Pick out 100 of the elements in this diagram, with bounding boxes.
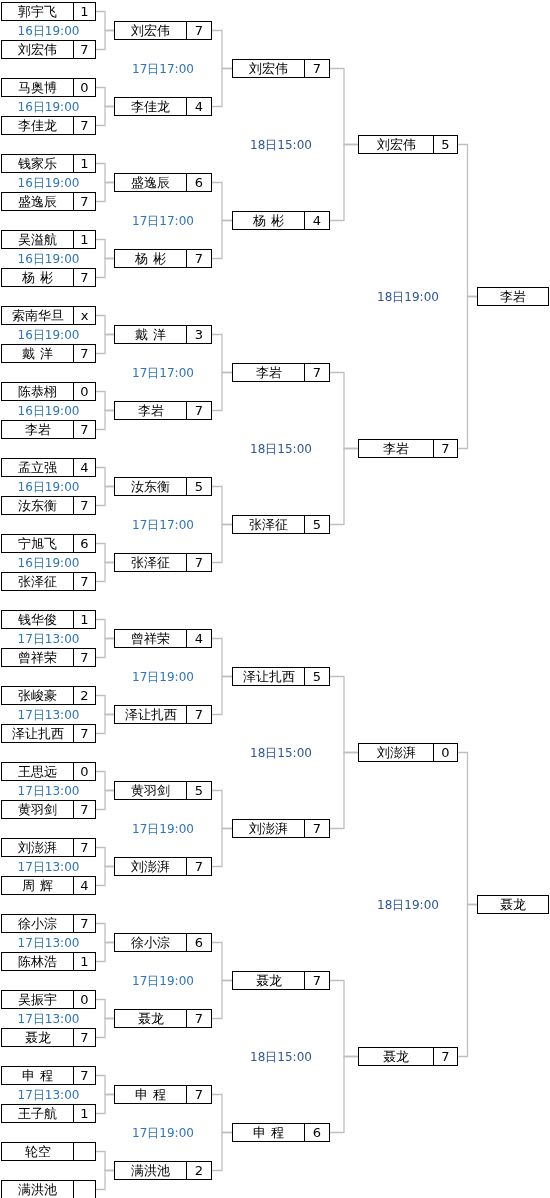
bracket-slot: [114, 21, 212, 40]
bracket-slot: [1, 116, 96, 135]
match-time: 18日15:00: [250, 441, 312, 456]
bracket-slot: [1, 458, 96, 477]
player-name: 吴溢航: [2, 231, 74, 248]
bracket-slot: [1, 1180, 96, 1198]
match-time: 18日19:00: [377, 897, 439, 912]
score: 0: [79, 383, 90, 400]
player-name: 刘澎湃: [359, 744, 434, 761]
score: 7: [311, 60, 323, 77]
match-time: 18日15:00: [250, 137, 312, 152]
score: 6: [193, 934, 205, 951]
score: 7: [79, 573, 90, 590]
bracket-slot: [1, 534, 96, 553]
score: 7: [79, 801, 90, 818]
score: 7: [79, 1067, 90, 1084]
bracket-slot: [1, 1142, 96, 1161]
bracket-line: [95, 713, 115, 735]
player-name: 郭宇飞: [2, 3, 74, 20]
score: 7: [193, 858, 205, 875]
player-name: 戴 洋: [2, 345, 74, 362]
bracket-slot: [232, 515, 330, 534]
match-time: 17日17:00: [132, 517, 194, 532]
player-name: 轮空: [2, 1143, 74, 1160]
score: 7: [311, 364, 323, 381]
score: 7: [79, 1029, 90, 1046]
bracket-slot: [1, 990, 96, 1009]
score: 7: [193, 554, 205, 571]
bracket-line: [95, 181, 115, 203]
bracket-slot: [1, 496, 96, 515]
score: 7: [193, 706, 205, 723]
player-name: 杨 彬: [233, 212, 305, 229]
bracket-slot: [1, 648, 96, 667]
score: 5: [193, 782, 205, 799]
player-name: 申 程: [2, 1067, 74, 1084]
score: 4: [79, 877, 90, 894]
player-name: 李佳龙: [2, 117, 74, 134]
score: 0: [440, 744, 451, 761]
player-name: 宁旭飞: [2, 535, 74, 552]
score: 5: [311, 516, 323, 533]
player-name: 聂龙: [233, 972, 305, 989]
player-name: 张泽征: [2, 573, 74, 590]
player-name: 泽让扎西: [115, 706, 187, 723]
match-time: 17日13:00: [17, 859, 80, 874]
bracket-slot: [1, 382, 96, 401]
player-name: 张泽征: [115, 554, 187, 571]
score: 0: [79, 991, 90, 1008]
score: 1: [79, 231, 90, 248]
bracket-slot: [114, 173, 212, 192]
match-time: 17日17:00: [132, 213, 194, 228]
bracket-slot: [114, 477, 212, 496]
bracket-line: [95, 637, 115, 659]
bracket-line: [95, 561, 115, 583]
bracket-slot: [114, 933, 212, 952]
score: 1: [79, 155, 90, 172]
player-name: 徐小淙: [115, 934, 187, 951]
bracket-slot: [358, 135, 458, 154]
bracket-slot: [1, 838, 96, 857]
player-name: 杨 彬: [2, 269, 74, 286]
bracket-slot: [232, 1123, 330, 1142]
player-name: 徐小淙: [2, 915, 74, 932]
player-name: 马奥博: [2, 79, 74, 96]
player-name: 刘澎湃: [2, 839, 74, 856]
bracket-slot: [477, 287, 549, 306]
player-name: 李岩: [359, 440, 434, 457]
bracket-slot: [114, 249, 212, 268]
score: 7: [193, 22, 205, 39]
player-name: 泽让扎西: [233, 668, 305, 685]
score: 7: [79, 421, 90, 438]
score: 4: [79, 459, 90, 476]
bracket-slot: [114, 401, 212, 420]
match-time: 17日13:00: [17, 1011, 80, 1026]
bracket-slot: [114, 1085, 212, 1104]
player-name: 刘宏伟: [233, 60, 305, 77]
bracket-line: [95, 1169, 115, 1191]
bracket-slot: [1, 762, 96, 781]
score: 7: [79, 649, 90, 666]
match-time: 17日13:00: [17, 707, 80, 722]
bracket-line: [95, 485, 115, 507]
score: 5: [193, 478, 205, 495]
score: 7: [193, 1086, 205, 1103]
player-name: 钱华俊: [2, 611, 74, 628]
score: 1: [79, 611, 90, 628]
match-time: 16日19:00: [17, 23, 80, 38]
match-time: 18日15:00: [250, 1049, 312, 1064]
bracket-line: [211, 67, 233, 108]
score: 7: [440, 440, 451, 457]
player-name: 盛逸辰: [115, 174, 187, 191]
player-name: 满洪池: [115, 1162, 187, 1179]
bracket-slot: [358, 743, 458, 762]
bracket-line: [95, 409, 115, 431]
match-time: 18日19:00: [377, 289, 439, 304]
bracket-slot: [114, 1161, 212, 1180]
bracket-slot: [232, 59, 330, 78]
score: 6: [311, 1124, 323, 1141]
player-name: 刘澎湃: [115, 858, 187, 875]
score: 0: [79, 79, 90, 96]
bracket-slot: [1, 192, 96, 211]
bracket-line: [95, 941, 115, 963]
score: 6: [79, 535, 90, 552]
